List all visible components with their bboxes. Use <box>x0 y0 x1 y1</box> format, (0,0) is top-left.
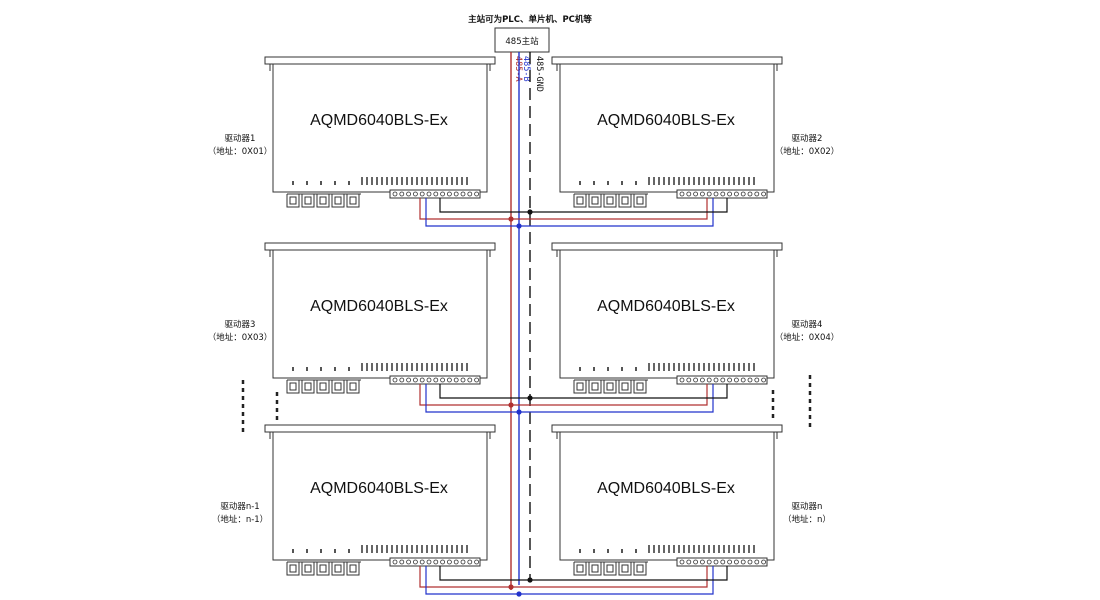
driver-name-label: 驱动器n-1 <box>220 501 259 512</box>
left-continuation-dots <box>241 380 279 435</box>
right-continuation-dots <box>771 375 812 430</box>
signal-terminal-block <box>389 557 481 567</box>
power-connector <box>286 379 361 394</box>
junction-a <box>508 216 514 222</box>
driver-address-label: （地址：n） <box>783 514 831 525</box>
drivers-layer: AQMD6040BLS-Ex驱动器1（地址：0X01）AQMD6040BLS-E… <box>208 56 840 576</box>
wire-label-485-a: 485-A <box>513 56 523 82</box>
power-connector <box>573 561 648 576</box>
driver-address-label: （地址：0X02） <box>775 146 840 157</box>
driver-address-label: （地址：0X04） <box>775 332 840 343</box>
signal-terminal-block <box>676 375 768 385</box>
tap-gnd-left <box>439 566 530 581</box>
mount-flange <box>551 242 783 251</box>
master-box <box>494 27 550 53</box>
tap-gnd-right <box>530 198 728 213</box>
driver-name-label: 驱动器3 <box>225 319 256 330</box>
junction-a <box>508 402 514 408</box>
driver-body <box>272 249 488 379</box>
tap-b-right <box>519 566 714 595</box>
driver-address-label: （地址：0X03） <box>208 332 273 343</box>
driver-model-label: AQMD6040BLS-Ex <box>597 298 735 315</box>
driver-model-label: AQMD6040BLS-Ex <box>310 480 448 497</box>
tap-b-right <box>519 198 714 227</box>
tap-b-left <box>425 384 519 413</box>
junction-a <box>508 584 514 590</box>
driver-body <box>272 63 488 193</box>
tap-a-left <box>419 384 511 406</box>
tap-gnd-left <box>439 198 530 213</box>
driver-module: AQMD6040BLS-Ex 驱动器1 （地址：0X01） <box>208 56 496 208</box>
tap-a-right <box>511 566 708 588</box>
driver-body <box>272 431 488 561</box>
signal-terminal-block <box>676 557 768 567</box>
power-connector <box>573 379 648 394</box>
junction-b <box>516 409 522 415</box>
junction-gnd <box>527 577 533 583</box>
driver-body <box>559 63 775 193</box>
tap-b-left <box>425 566 519 595</box>
tap-b-right <box>519 384 714 413</box>
junction-gnd <box>527 395 533 401</box>
tap-gnd-right <box>530 566 728 581</box>
driver-name-label: 驱动器1 <box>225 133 256 144</box>
wire-label-485-gnd: 485-GND <box>534 56 544 92</box>
junction-gnd <box>527 209 533 215</box>
tap-b-left <box>425 198 519 227</box>
driver-address-label: （地址：n-1） <box>212 514 268 525</box>
power-connector <box>286 193 361 208</box>
mount-flange <box>264 424 496 433</box>
tap-a-left <box>419 198 511 220</box>
driver-body <box>559 249 775 379</box>
junction-b <box>516 591 522 597</box>
tap-a-left <box>419 566 511 588</box>
driver-module: AQMD6040BLS-Ex 驱动器2 （地址：0X02） <box>551 56 840 208</box>
driver-body <box>559 431 775 561</box>
driver-name-label: 驱动器4 <box>792 319 823 330</box>
driver-address-label: （地址：0X01） <box>208 146 273 157</box>
driver-module: AQMD6040BLS-Ex 驱动器3 （地址：0X03） <box>208 242 496 394</box>
bus-wires <box>419 52 728 597</box>
driver-module: AQMD6040BLS-Ex 驱动器n （地址：n） <box>551 424 831 576</box>
driver-model-label: AQMD6040BLS-Ex <box>310 298 448 315</box>
signal-terminal-block <box>389 189 481 199</box>
signal-terminal-block <box>389 375 481 385</box>
tap-a-right <box>511 198 708 220</box>
junction-b <box>516 223 522 229</box>
wire-label-485-b: 485-B <box>521 56 531 82</box>
mount-flange <box>551 424 783 433</box>
mount-flange <box>551 56 783 65</box>
driver-name-label: 驱动器n <box>792 501 823 512</box>
mount-flange <box>264 56 496 65</box>
driver-module: AQMD6040BLS-Ex 驱动器4 （地址：0X04） <box>551 242 840 394</box>
tap-gnd-right <box>530 384 728 399</box>
power-connector <box>573 193 648 208</box>
driver-model-label: AQMD6040BLS-Ex <box>597 480 735 497</box>
driver-module: AQMD6040BLS-Ex 驱动器n-1 （地址：n-1） <box>212 424 496 576</box>
master-box-label: 485主站 <box>505 36 539 47</box>
master-caption: 主站可为PLC、单片机、PC机等 <box>468 14 592 25</box>
driver-model-label: AQMD6040BLS-Ex <box>310 112 448 129</box>
tap-gnd-left <box>439 384 530 399</box>
tap-a-right <box>511 384 708 406</box>
driver-model-label: AQMD6040BLS-Ex <box>597 112 735 129</box>
driver-name-label: 驱动器2 <box>792 133 823 144</box>
power-connector <box>286 561 361 576</box>
mount-flange <box>264 242 496 251</box>
signal-terminal-block <box>676 189 768 199</box>
